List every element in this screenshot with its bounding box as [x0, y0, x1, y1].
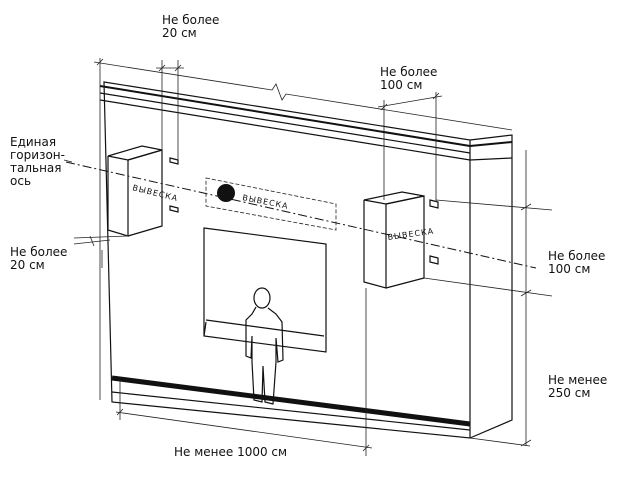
dim-top-long — [93, 58, 513, 400]
right-box-sign: ВЫВЕСКА — [363, 191, 439, 289]
left-box-sign: ВЫВЕСКА — [107, 145, 179, 237]
horizontal-axis-line — [65, 161, 537, 269]
dim-top-left — [156, 60, 184, 160]
main-sign: ВЫВЕСКА — [205, 177, 337, 231]
label-left-max: Не более 20 см — [10, 245, 68, 272]
label-top-left-max: Не более 20 см — [162, 13, 220, 40]
label-right-max: Не более 100 см — [548, 249, 606, 276]
main-sign-text: ВЫВЕСКА — [242, 193, 290, 211]
sign-dot-icon — [217, 184, 235, 202]
label-right-min: Не менее 250 см — [548, 373, 608, 400]
dim-left — [73, 235, 129, 268]
label-axis-caption: Единая горизон- тальная ось — [10, 135, 65, 188]
person-icon — [245, 287, 284, 405]
label-top-right-max: Не более 100 см — [380, 65, 438, 92]
dim-bottom — [115, 288, 373, 456]
shop-window — [203, 227, 327, 353]
label-bottom-min: Не менее 1000 см — [174, 445, 288, 459]
dim-right — [423, 150, 553, 447]
axis-caption-leader — [63, 159, 73, 163]
